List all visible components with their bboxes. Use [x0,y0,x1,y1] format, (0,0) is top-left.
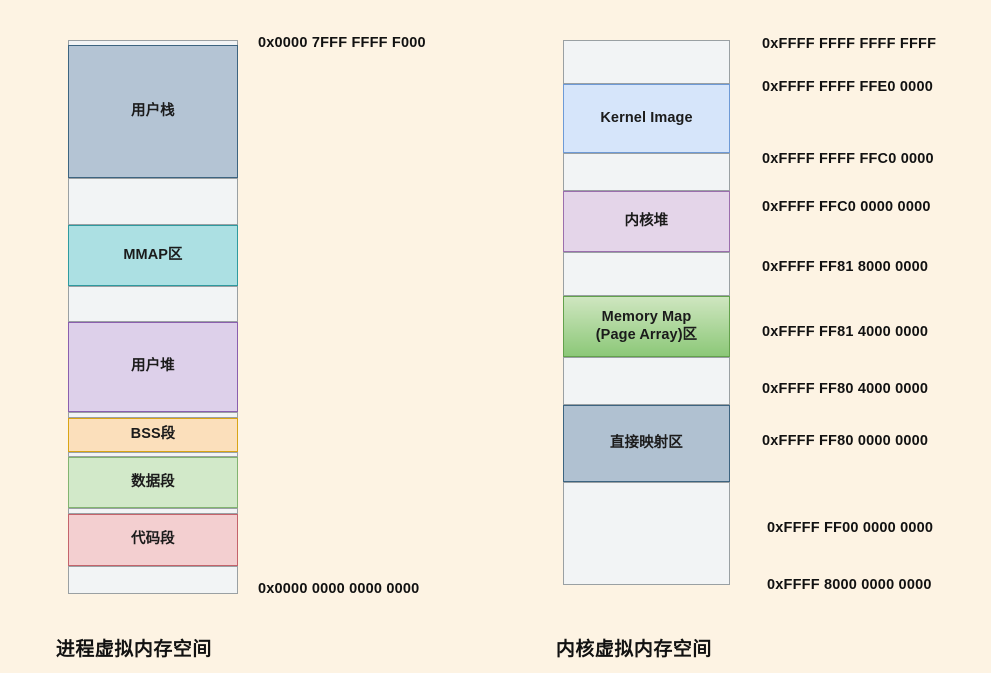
kernel-address-6: 0xFFFF FF80 4000 0000 [762,381,929,397]
process-block-gap-3 [68,412,238,418]
process-block-bss[interactable]: BSS段 [68,418,238,452]
kernel-space-caption: 内核虚拟内存空间 [556,639,713,660]
process-block-text-segment-label: 代码段 [131,531,175,548]
kernel-block-direct-mapping[interactable]: 直接映射区 [563,405,730,482]
process-block-gap-5 [68,508,238,514]
process-address-top: 0x0000 7FFF FFFF F000 [258,35,426,51]
process-block-gap-2 [68,286,238,322]
kernel-block-gap-2 [563,252,730,296]
kernel-block-direct-mapping-label: 直接映射区 [610,434,683,451]
kernel-address-9: 0xFFFF 8000 0000 0000 [767,577,932,593]
kernel-block-memory-map[interactable]: Memory Map (Page Array)区 [563,296,730,357]
process-block-gap-1 [68,178,238,225]
kernel-address-1: 0xFFFF FFFF FFE0 0000 [762,79,933,95]
process-block-bss-label: BSS段 [130,426,176,443]
process-block-user-stack-label: 用户栈 [131,102,175,119]
process-block-gap-4 [68,452,238,457]
process-block-user-heap-label: 用户堆 [131,358,175,375]
process-block-mmap-label: MMAP区 [123,246,183,263]
kernel-address-3: 0xFFFF FFC0 0000 0000 [762,199,931,215]
kernel-block-kernel-heap[interactable]: 内核堆 [563,191,730,252]
process-block-user-stack[interactable]: 用户栈 [68,45,238,178]
kernel-block-kernel-image-label: Kernel Image [600,109,693,126]
process-block-data-segment-label: 数据段 [131,473,175,490]
process-block-bottom-reserved [68,566,238,594]
kernel-block-gap-3 [563,357,730,405]
kernel-address-7: 0xFFFF FF80 0000 0000 [762,433,929,449]
kernel-block-gap-bottom [563,482,730,585]
process-block-data-segment[interactable]: 数据段 [68,457,238,508]
process-space-caption: 进程虚拟内存空间 [56,639,213,660]
kernel-address-0: 0xFFFF FFFF FFFF FFFF [762,36,937,52]
kernel-block-gap-top [563,40,730,84]
kernel-address-8: 0xFFFF FF00 0000 0000 [767,520,934,536]
kernel-block-kernel-image[interactable]: Kernel Image [563,84,730,153]
kernel-block-memory-map-label: Memory Map (Page Array)区 [595,309,698,343]
process-block-text-segment[interactable]: 代码段 [68,514,238,566]
kernel-block-kernel-heap-label: 内核堆 [624,212,669,229]
kernel-address-4: 0xFFFF FF81 8000 0000 [762,259,929,275]
kernel-address-2: 0xFFFF FFFF FFC0 0000 [762,151,934,167]
kernel-block-gap-1 [563,153,730,191]
process-address-bottom: 0x0000 0000 0000 0000 [258,581,420,597]
process-block-user-heap[interactable]: 用户堆 [68,322,238,412]
kernel-address-5: 0xFFFF FF81 4000 0000 [762,324,929,340]
process-block-mmap[interactable]: MMAP区 [68,225,238,286]
